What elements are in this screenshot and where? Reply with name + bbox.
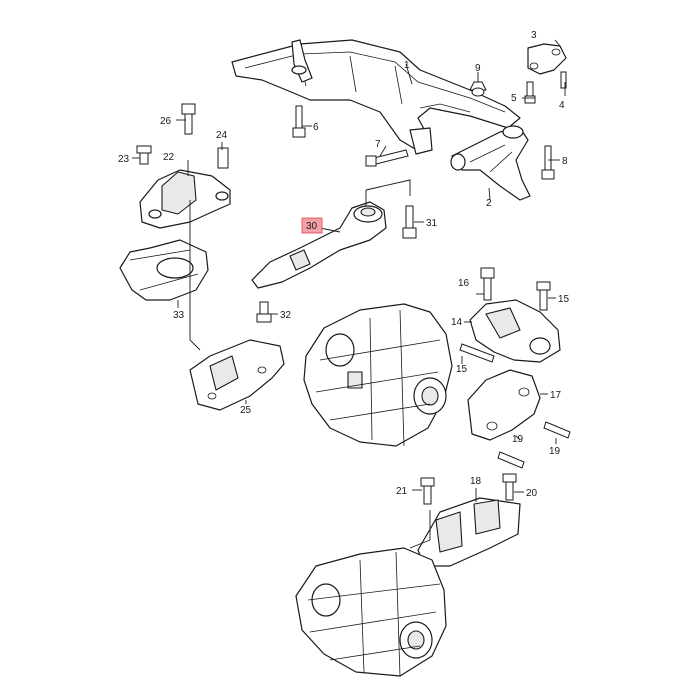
callout-22: 22 (163, 152, 175, 163)
heat-shield-part-33 (119, 239, 209, 301)
support-bracket-part-17 (467, 369, 571, 469)
callout-8: 8 (562, 156, 568, 167)
highlight-box-30 (301, 217, 323, 234)
callout-2: 2 (486, 198, 492, 209)
callout-19a: 19 (512, 434, 524, 445)
right-mount-part-14 (459, 267, 561, 363)
gearbox-lower (295, 547, 447, 677)
transmission-bracket-part-25 (189, 339, 285, 411)
subframe-part (231, 39, 521, 155)
callout-3: 3 (531, 30, 537, 41)
callout-labels: 1 2 3 4 5 6 7 8 9 14 15 15 16 17 18 19 1… (118, 30, 570, 499)
callout-18: 18 (470, 476, 482, 487)
callout-1: 1 (404, 60, 410, 71)
callout-9: 9 (475, 63, 481, 74)
engine-mount-part-22 (136, 103, 231, 229)
callout-17: 17 (550, 390, 562, 401)
bracket-part-3 (524, 43, 567, 104)
callout-21: 21 (396, 486, 408, 497)
callout-16: 16 (458, 278, 470, 289)
callout-15b: 15 (456, 364, 468, 375)
callout-19b: 19 (549, 446, 561, 457)
callout-23: 23 (118, 154, 130, 165)
callout-15a: 15 (558, 294, 570, 305)
callout-5: 5 (511, 93, 517, 104)
lower-mount-part-18 (417, 473, 521, 567)
callout-6: 6 (313, 122, 319, 133)
gearbox-upper (303, 303, 453, 447)
callout-7: 7 (375, 139, 381, 150)
callout-31: 31 (426, 218, 438, 229)
callout-4: 4 (559, 100, 565, 111)
callout-30: 30 (306, 221, 318, 232)
callout-25: 25 (240, 405, 252, 416)
subframe-bolts (292, 81, 555, 180)
assembly-lines (132, 39, 566, 549)
control-arm-part (450, 125, 531, 201)
callout-24: 24 (216, 130, 228, 141)
callout-33: 33 (173, 310, 185, 321)
callout-26: 26 (160, 116, 172, 127)
callout-20: 20 (526, 488, 538, 499)
callout-32: 32 (280, 310, 292, 321)
torque-rod-part-30 (251, 201, 417, 323)
callout-14: 14 (451, 317, 463, 328)
